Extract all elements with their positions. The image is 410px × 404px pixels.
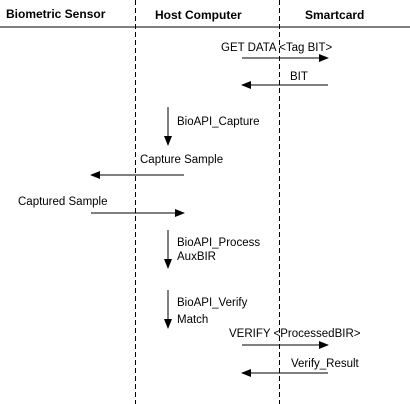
label-capture-sample: Capture Sample [140, 154, 223, 166]
label-verify: VERIFY <ProcessedBIR> [229, 328, 361, 340]
label-bioapi-verify: BioAPI_Verify [177, 297, 248, 309]
label-bioapi-process: BioAPI_Process [177, 237, 260, 249]
column-header-sensor: Biometric Sensor [6, 7, 106, 21]
label-bioapi-capture: BioAPI_Capture [177, 116, 259, 128]
column-header-host: Host Computer [155, 8, 242, 22]
label-match: Match [177, 314, 208, 326]
label-captured-sample: Captured Sample [18, 196, 108, 208]
label-auxbir: AuxBIR [177, 251, 216, 263]
label-get-data: GET DATA <Tag BIT> [221, 42, 332, 54]
label-bit: BIT [290, 71, 308, 83]
column-header-card: Smartcard [305, 8, 364, 22]
label-verify-result: Verify_Result [291, 358, 360, 370]
